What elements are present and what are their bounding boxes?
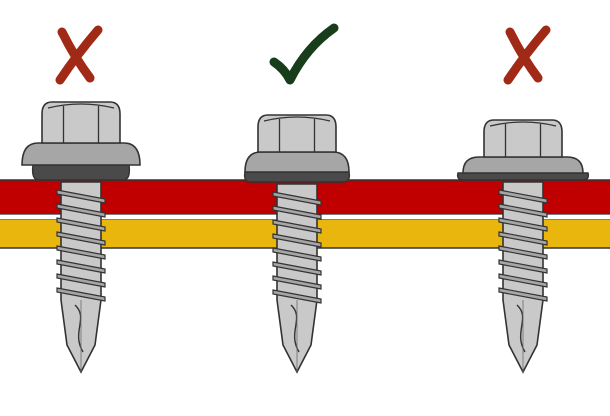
hex-head: [483, 119, 563, 158]
screw-thread: [272, 275, 322, 290]
screw-thread: [56, 189, 106, 204]
hex-head: [257, 114, 337, 153]
drill-flute: [290, 304, 300, 353]
screw-thread: [272, 219, 322, 234]
screw-thread: [272, 247, 322, 262]
metal-washer: [21, 142, 141, 166]
screw-correctly-tightened: [243, 114, 351, 374]
cross-icon: [38, 22, 118, 86]
screw-thread: [272, 233, 322, 248]
screw-thread: [498, 273, 548, 288]
screw-thread: [498, 189, 548, 204]
metal-washer: [462, 156, 584, 174]
screw-thread: [498, 287, 548, 302]
sealing-washer: [456, 172, 590, 181]
screw-thread: [56, 273, 106, 288]
screw-thread: [56, 259, 106, 274]
sealing-washer: [31, 164, 131, 181]
screw-thread: [498, 217, 548, 232]
drill-flute: [74, 304, 84, 353]
screw-thread: [272, 191, 322, 206]
screw-thread: [56, 231, 106, 246]
screw-thread: [56, 203, 106, 218]
screw-thread: [498, 259, 548, 274]
screw-thread: [498, 231, 548, 246]
screw-thread: [272, 289, 322, 304]
screw-thread: [498, 245, 548, 260]
check-icon: [264, 22, 344, 86]
metal-washer: [244, 151, 350, 173]
sealing-washer: [243, 171, 351, 183]
screw-over-tightened: [456, 119, 590, 374]
cross-icon: [486, 22, 566, 86]
screw-thread: [272, 261, 322, 276]
screw-thread: [498, 203, 548, 218]
screw-thread: [56, 217, 106, 232]
screw-thread: [56, 245, 106, 260]
screw-thread: [272, 205, 322, 220]
screw-thread: [56, 287, 106, 302]
screw-under-tightened: [21, 101, 141, 374]
drill-flute: [516, 304, 526, 353]
hex-head: [41, 101, 121, 144]
